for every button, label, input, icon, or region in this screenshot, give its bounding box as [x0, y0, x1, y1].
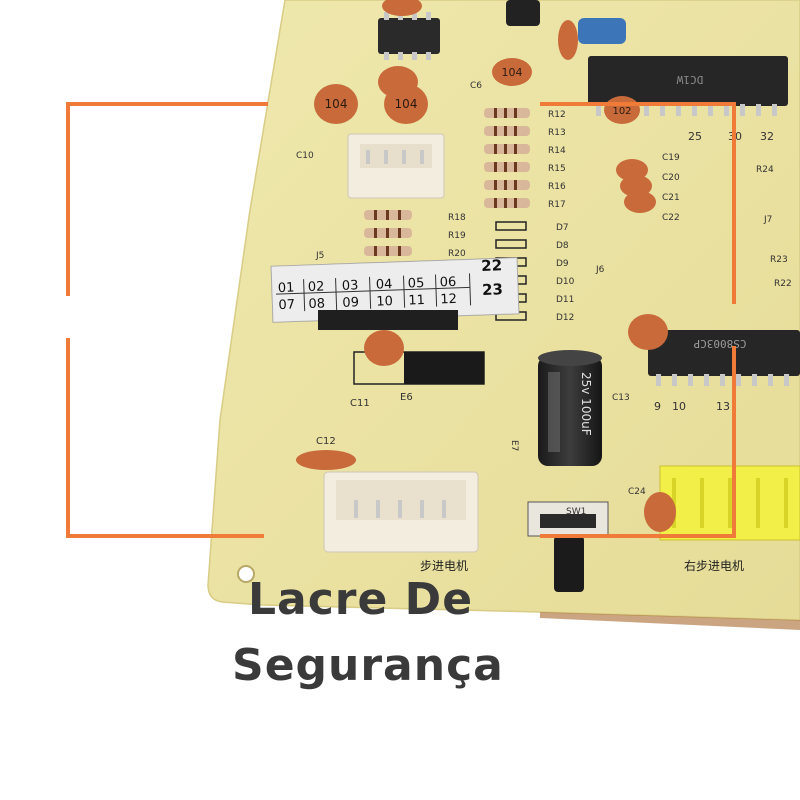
svg-text:104: 104	[325, 97, 348, 111]
silk-ref: C11	[350, 398, 370, 409]
silk-ref: J6	[595, 265, 605, 275]
seal-number: 12	[440, 292, 457, 308]
seal-row-1: 01 02 03 04 05 06 22	[278, 256, 503, 297]
silk-ref: SW1	[566, 507, 586, 517]
yellow-connector	[659, 465, 800, 541]
electrolytic-label: 25v 100uF	[579, 372, 593, 436]
svg-text:102: 102	[612, 106, 631, 117]
resistor-array	[484, 108, 530, 208]
pin-number: 10	[672, 400, 686, 413]
seal-number: 04	[376, 277, 393, 293]
silk-ref: D12	[556, 313, 574, 323]
seal-number: 03	[342, 278, 359, 294]
silk-ref: C20	[662, 173, 680, 183]
silk-chinese-label: 步进电机	[420, 559, 468, 573]
seal-number: 07	[278, 298, 295, 314]
silk-ref: C6	[470, 81, 482, 91]
ceramic-capacitor	[382, 0, 422, 16]
seal-number: 23	[482, 280, 503, 299]
silk-ref: D11	[556, 295, 574, 305]
seal-number: 05	[408, 276, 425, 292]
capacitor-footprint-e6: E6	[353, 351, 485, 403]
ceramic-capacitor-group-right	[616, 159, 656, 213]
silk-ref: C22	[662, 213, 680, 223]
dip-ic-cs8003cp: CS8003CP	[648, 330, 800, 386]
pin-number: 9	[654, 400, 661, 413]
silk-chinese-label: 右步进电机	[684, 558, 744, 573]
electrolytic-capacitor: 25v 100uF	[538, 350, 602, 466]
seal-number: 08	[308, 296, 325, 312]
seal-number: 01	[278, 281, 295, 297]
silk-ref: R20	[448, 249, 466, 259]
seal-number: 10	[376, 294, 393, 310]
silk-ref: C13	[612, 393, 630, 403]
silk-ref: D9	[556, 259, 569, 269]
seal-number: 11	[408, 293, 425, 309]
small-electrolytic-top	[506, 0, 540, 26]
silk-ref: C24	[628, 487, 646, 497]
pin-number: 32	[760, 130, 774, 143]
silk-ref: D7	[556, 223, 569, 233]
seal-number: 06	[440, 275, 457, 291]
silk-ref: C10	[296, 151, 314, 161]
silk-ref: R19	[448, 231, 466, 241]
ceramic-capacitor	[364, 330, 404, 366]
ceramic-capacitor	[644, 492, 676, 532]
silk-ref: D10	[556, 277, 575, 287]
silk-ref: C21	[662, 193, 680, 203]
highlight-bracket-left	[66, 102, 268, 538]
silk-ref: C19	[662, 153, 680, 163]
silk-ref: R14	[548, 146, 566, 156]
svg-text:104: 104	[502, 66, 523, 79]
mounting-hole	[237, 565, 255, 583]
svg-text:E6: E6	[400, 392, 413, 403]
ceramic-capacitor: 104	[384, 84, 428, 124]
dark-connector	[318, 310, 458, 330]
silk-ref: J5	[315, 251, 324, 261]
ceramic-capacitor	[628, 314, 668, 350]
white-connector-bottom	[323, 471, 479, 553]
ceramic-capacitor	[558, 20, 578, 60]
op-chip-label: CS8003CP	[693, 337, 746, 350]
svg-text:104: 104	[395, 97, 418, 111]
seal-number: 09	[342, 295, 359, 311]
seal-number: 22	[481, 256, 502, 275]
pin-number: 13	[716, 400, 730, 413]
silk-ref: J7	[763, 215, 772, 225]
silk-ref: R15	[548, 164, 566, 174]
silk-ref: R16	[548, 182, 566, 192]
white-connector-top	[347, 133, 445, 199]
silk-ref: E7	[509, 440, 519, 451]
silk-ref: C12	[316, 436, 336, 447]
ceramic-capacitor: 104	[314, 84, 358, 124]
caption-line-2: Segurança	[232, 640, 504, 691]
ceramic-capacitor: 102	[604, 96, 640, 124]
board-edge-rust	[540, 612, 800, 630]
blue-capacitor	[578, 18, 626, 44]
dip8-chip	[378, 12, 440, 60]
pin-number: 25	[688, 130, 702, 143]
silk-ref: R23	[770, 255, 788, 265]
silk-ref: D8	[556, 241, 569, 251]
seal-row-2: 07 08 09 10 11 12 23	[278, 280, 503, 314]
highlight-bracket-right	[540, 102, 736, 538]
ceramic-capacitor	[296, 450, 356, 470]
silk-ref: R17	[548, 200, 566, 210]
silk-ref: R12	[548, 110, 566, 120]
silk-ref: R18	[448, 213, 466, 223]
silk-ref: R24	[756, 165, 774, 175]
resistor-group-left	[364, 210, 412, 256]
seal-number: 02	[308, 279, 325, 295]
caption-line-1: Lacre De	[248, 574, 474, 625]
security-seal-sticker: 01 02 03 04 05 06 22 07 08 09 10 11 12 2…	[270, 256, 520, 323]
ceramic-capacitor: 104	[492, 58, 532, 86]
silk-ref: R22	[774, 279, 792, 289]
silk-ref: R13	[548, 128, 566, 138]
top-chip-label: DC1W	[676, 73, 703, 86]
